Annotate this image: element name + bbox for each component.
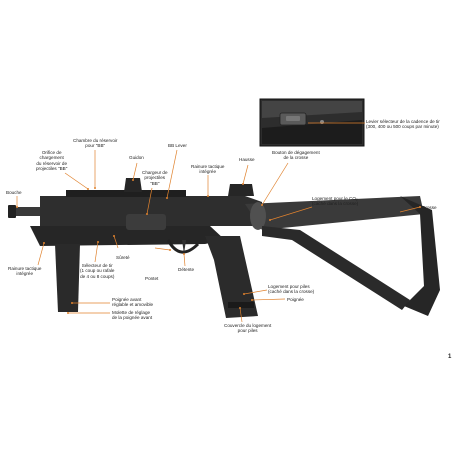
leader-detente — [183, 253, 186, 267]
leader-selecteur — [94, 241, 99, 263]
label-bouton: Bouton de dégagement de la crosse — [272, 150, 320, 161]
label-bouche: Bouche — [6, 190, 22, 195]
label-crosse: Crosse — [422, 205, 437, 210]
label-line: pour "BB" — [85, 143, 106, 149]
leader-pontet — [154, 247, 171, 251]
label-detente: Détente — [178, 267, 194, 272]
leader-bb-lever — [166, 149, 178, 199]
muzzle — [12, 207, 46, 216]
label-line: Chambre du réservoir — [73, 138, 118, 143]
leader-poignee — [251, 298, 286, 301]
leader-orifice — [64, 172, 89, 190]
label-line: projectiles "BB" — [36, 166, 68, 172]
label-line: de la crosse — [283, 155, 309, 161]
leader-chargeur — [146, 187, 153, 215]
label-poignee: Poignée — [287, 297, 304, 302]
label-hausse: Hausse — [239, 157, 255, 162]
label-chargeur: Chargeur de projectiles "BB" — [142, 170, 168, 186]
lower-receiver — [30, 226, 225, 246]
label-line: Rainure tactique — [8, 266, 42, 271]
label-levier: Levier sélecteur de la cadence de tir (3… — [366, 119, 440, 130]
stock-tube — [245, 196, 424, 230]
label-line: BB Lever — [168, 143, 187, 148]
label-line: Poignée — [287, 297, 304, 302]
stock-brace — [262, 226, 410, 310]
leader-lines — [16, 122, 421, 323]
label-line: Sélecteur de tir — [81, 263, 113, 268]
label-line: de la poignée avant — [112, 315, 153, 321]
label-selecteur: Sélecteur de tir (1 coup ou rafale de 4 … — [80, 263, 114, 279]
label-poignee-avant: Poignée avant réglable et amovible — [112, 297, 153, 308]
label-line: (300, 400 ou 500 coups par minute) — [366, 124, 439, 130]
label-orifice: Orifice de chargement du réservoir de pr… — [36, 150, 67, 172]
label-guidon: Guidon — [129, 155, 144, 160]
leader-rainure-bottom — [37, 242, 45, 266]
label-line: Levier sélecteur de la cadence de tir — [366, 119, 440, 124]
leader-guidon — [132, 162, 138, 181]
label-line: intégrée — [199, 169, 217, 175]
label-line: (caché dans la crosse) — [312, 201, 359, 207]
label-pontet: Pontet — [145, 276, 158, 281]
leader-couvercle — [239, 307, 243, 323]
stock-release — [250, 202, 266, 230]
label-line: Bouton de dégagement — [272, 150, 320, 155]
label-line: Détente — [178, 267, 195, 272]
stock-butt — [400, 196, 440, 316]
label-line: Crosse — [422, 205, 437, 210]
label-molette: Molette de réglage de la poignée avant — [112, 310, 152, 321]
label-logement-piles: Logement pour piles (caché dans la cross… — [268, 284, 314, 295]
label-line: (caché dans la crosse) — [268, 289, 315, 295]
leader-bouton — [261, 162, 289, 206]
label-couvercle: Couvercle du logement pour piles — [224, 323, 271, 334]
label-rainure-top: Rainure tactique intégrée — [191, 164, 224, 175]
rear-sight — [228, 184, 254, 196]
fore-grip — [55, 244, 80, 312]
pistol-grip — [205, 236, 258, 318]
label-line: intégrée — [16, 271, 34, 277]
battery-cover — [228, 302, 254, 308]
label-surete: Sûreté — [116, 255, 130, 260]
label-line: chargement — [39, 155, 64, 161]
label-chambre: Chambre du réservoir pour "BB" — [73, 138, 117, 149]
label-line: Rainure tactique — [191, 164, 225, 169]
label-logement-co2: Logement pour le CO₂ (caché dans la cros… — [312, 196, 358, 207]
label-line: Couvercle du logement — [224, 323, 272, 328]
label-line: Chargeur de — [142, 170, 168, 175]
leader-crosse — [399, 206, 421, 213]
label-line: Logement pour piles — [268, 284, 310, 289]
front-sight — [124, 178, 142, 192]
rifle-silhouette — [8, 178, 440, 318]
label-bb-lever: BB Lever — [168, 143, 187, 148]
leader-dots — [16, 179, 421, 314]
page-number: 1 — [448, 354, 452, 360]
label-line: pour piles — [237, 328, 258, 334]
label-line: de 4 ou 8 coups) — [80, 273, 115, 279]
leader-piles — [243, 289, 268, 295]
label-line: "BB" — [150, 180, 160, 186]
leader-co2 — [269, 206, 313, 221]
label-line: du réservoir de — [36, 160, 67, 166]
label-line: Poignée avant — [112, 297, 142, 302]
bb-magazine — [126, 214, 166, 230]
label-line: Bouche — [6, 190, 22, 195]
leader-surete — [113, 235, 119, 249]
label-line: Logement pour le CO₂ — [312, 196, 358, 201]
label-line: Pontet — [145, 276, 159, 281]
label-line: Guidon — [129, 155, 144, 160]
trigger — [182, 240, 186, 254]
label-rainure-bottom: Rainure tactique intégrée — [8, 266, 41, 277]
label-line: projectiles — [144, 175, 166, 181]
trigger-guard — [166, 239, 200, 254]
leader-hausse — [242, 164, 249, 185]
inset-closeup — [259, 98, 365, 147]
top-rail — [66, 190, 186, 197]
label-line: Sûreté — [116, 255, 130, 260]
label-line: (1 coup ou rafale — [80, 268, 115, 274]
label-line: Hausse — [239, 157, 255, 162]
upper-receiver — [40, 196, 262, 226]
label-line: Orifice de — [41, 150, 62, 155]
label-line: Molette de réglage — [112, 310, 151, 315]
label-line: réglable et amovible — [112, 302, 154, 308]
